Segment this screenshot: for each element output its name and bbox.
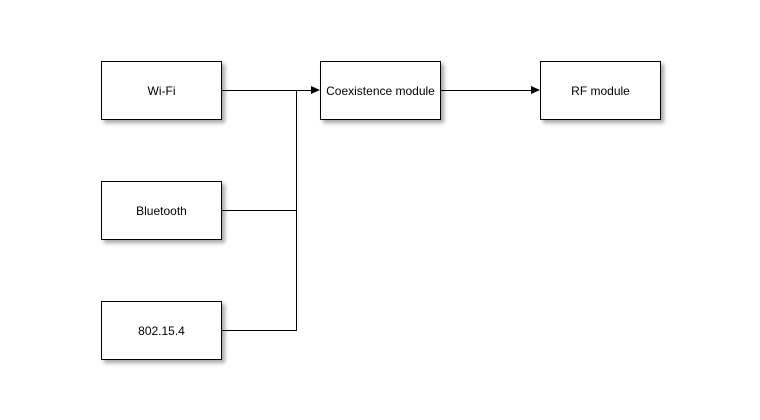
arrowhead-into-rf-icon: [531, 86, 540, 94]
block-coexistence-module-label: Coexistence module: [326, 83, 435, 98]
connector-wifi-to-coexistence: [222, 90, 312, 91]
connector-trunk-vertical: [296, 90, 297, 331]
block-rf-module[interactable]: RF module: [540, 61, 661, 120]
block-coexistence-module[interactable]: Coexistence module: [320, 61, 441, 120]
block-802-15-4-label: 802.15.4: [138, 323, 185, 338]
block-bluetooth[interactable]: Bluetooth: [101, 181, 222, 240]
arrowhead-into-coexistence-icon: [311, 86, 320, 94]
block-wifi[interactable]: Wi-Fi: [101, 61, 222, 120]
block-rf-module-label: RF module: [571, 83, 630, 98]
block-bluetooth-label: Bluetooth: [136, 203, 187, 218]
connector-coexistence-to-rf: [441, 90, 532, 91]
connector-zigbee-to-trunk: [222, 330, 297, 331]
connector-bluetooth-to-trunk: [222, 210, 297, 211]
block-wifi-label: Wi-Fi: [147, 83, 176, 98]
block-802-15-4[interactable]: 802.15.4: [101, 301, 222, 360]
